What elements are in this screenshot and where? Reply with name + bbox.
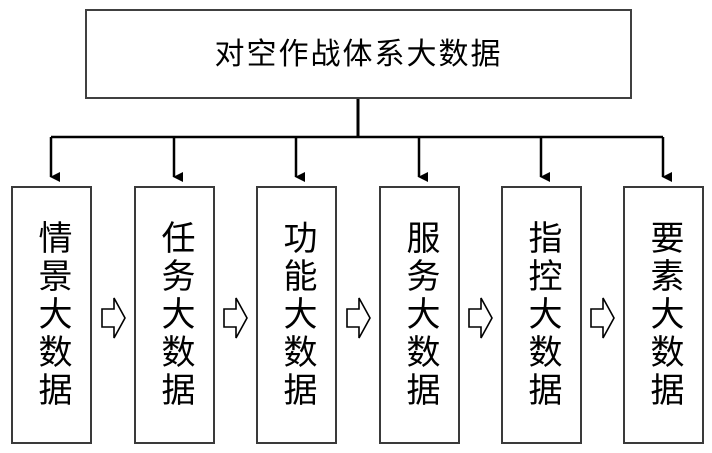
- flow-arrow-right-icon-4: [466, 294, 494, 342]
- node-label-4: 服务大数据: [400, 220, 441, 410]
- node-label-2: 任务大数据: [155, 220, 196, 410]
- flow-arrow-right-icon-3: [344, 294, 372, 342]
- flow-arrow-right-icon-5: [588, 294, 616, 342]
- flow-arrow-right-icon-1: [99, 294, 127, 342]
- node-label-3: 功能大数据: [277, 220, 318, 410]
- flow-arrow-right-icon-2: [221, 294, 249, 342]
- node-box-2[interactable]: 任务大数据: [134, 186, 215, 444]
- node-label-6: 要素大数据: [644, 220, 685, 410]
- root-node-label: 对空作战体系大数据: [214, 36, 503, 72]
- node-box-1[interactable]: 情景大数据: [11, 186, 92, 444]
- node-box-4[interactable]: 服务大数据: [379, 186, 460, 444]
- node-box-6[interactable]: 要素大数据: [623, 186, 704, 444]
- node-box-3[interactable]: 功能大数据: [256, 186, 337, 444]
- root-node-box[interactable]: 对空作战体系大数据: [85, 9, 632, 99]
- node-box-5[interactable]: 指控大数据: [501, 186, 582, 444]
- node-label-5: 指控大数据: [522, 220, 563, 410]
- node-label-1: 情景大数据: [32, 220, 73, 410]
